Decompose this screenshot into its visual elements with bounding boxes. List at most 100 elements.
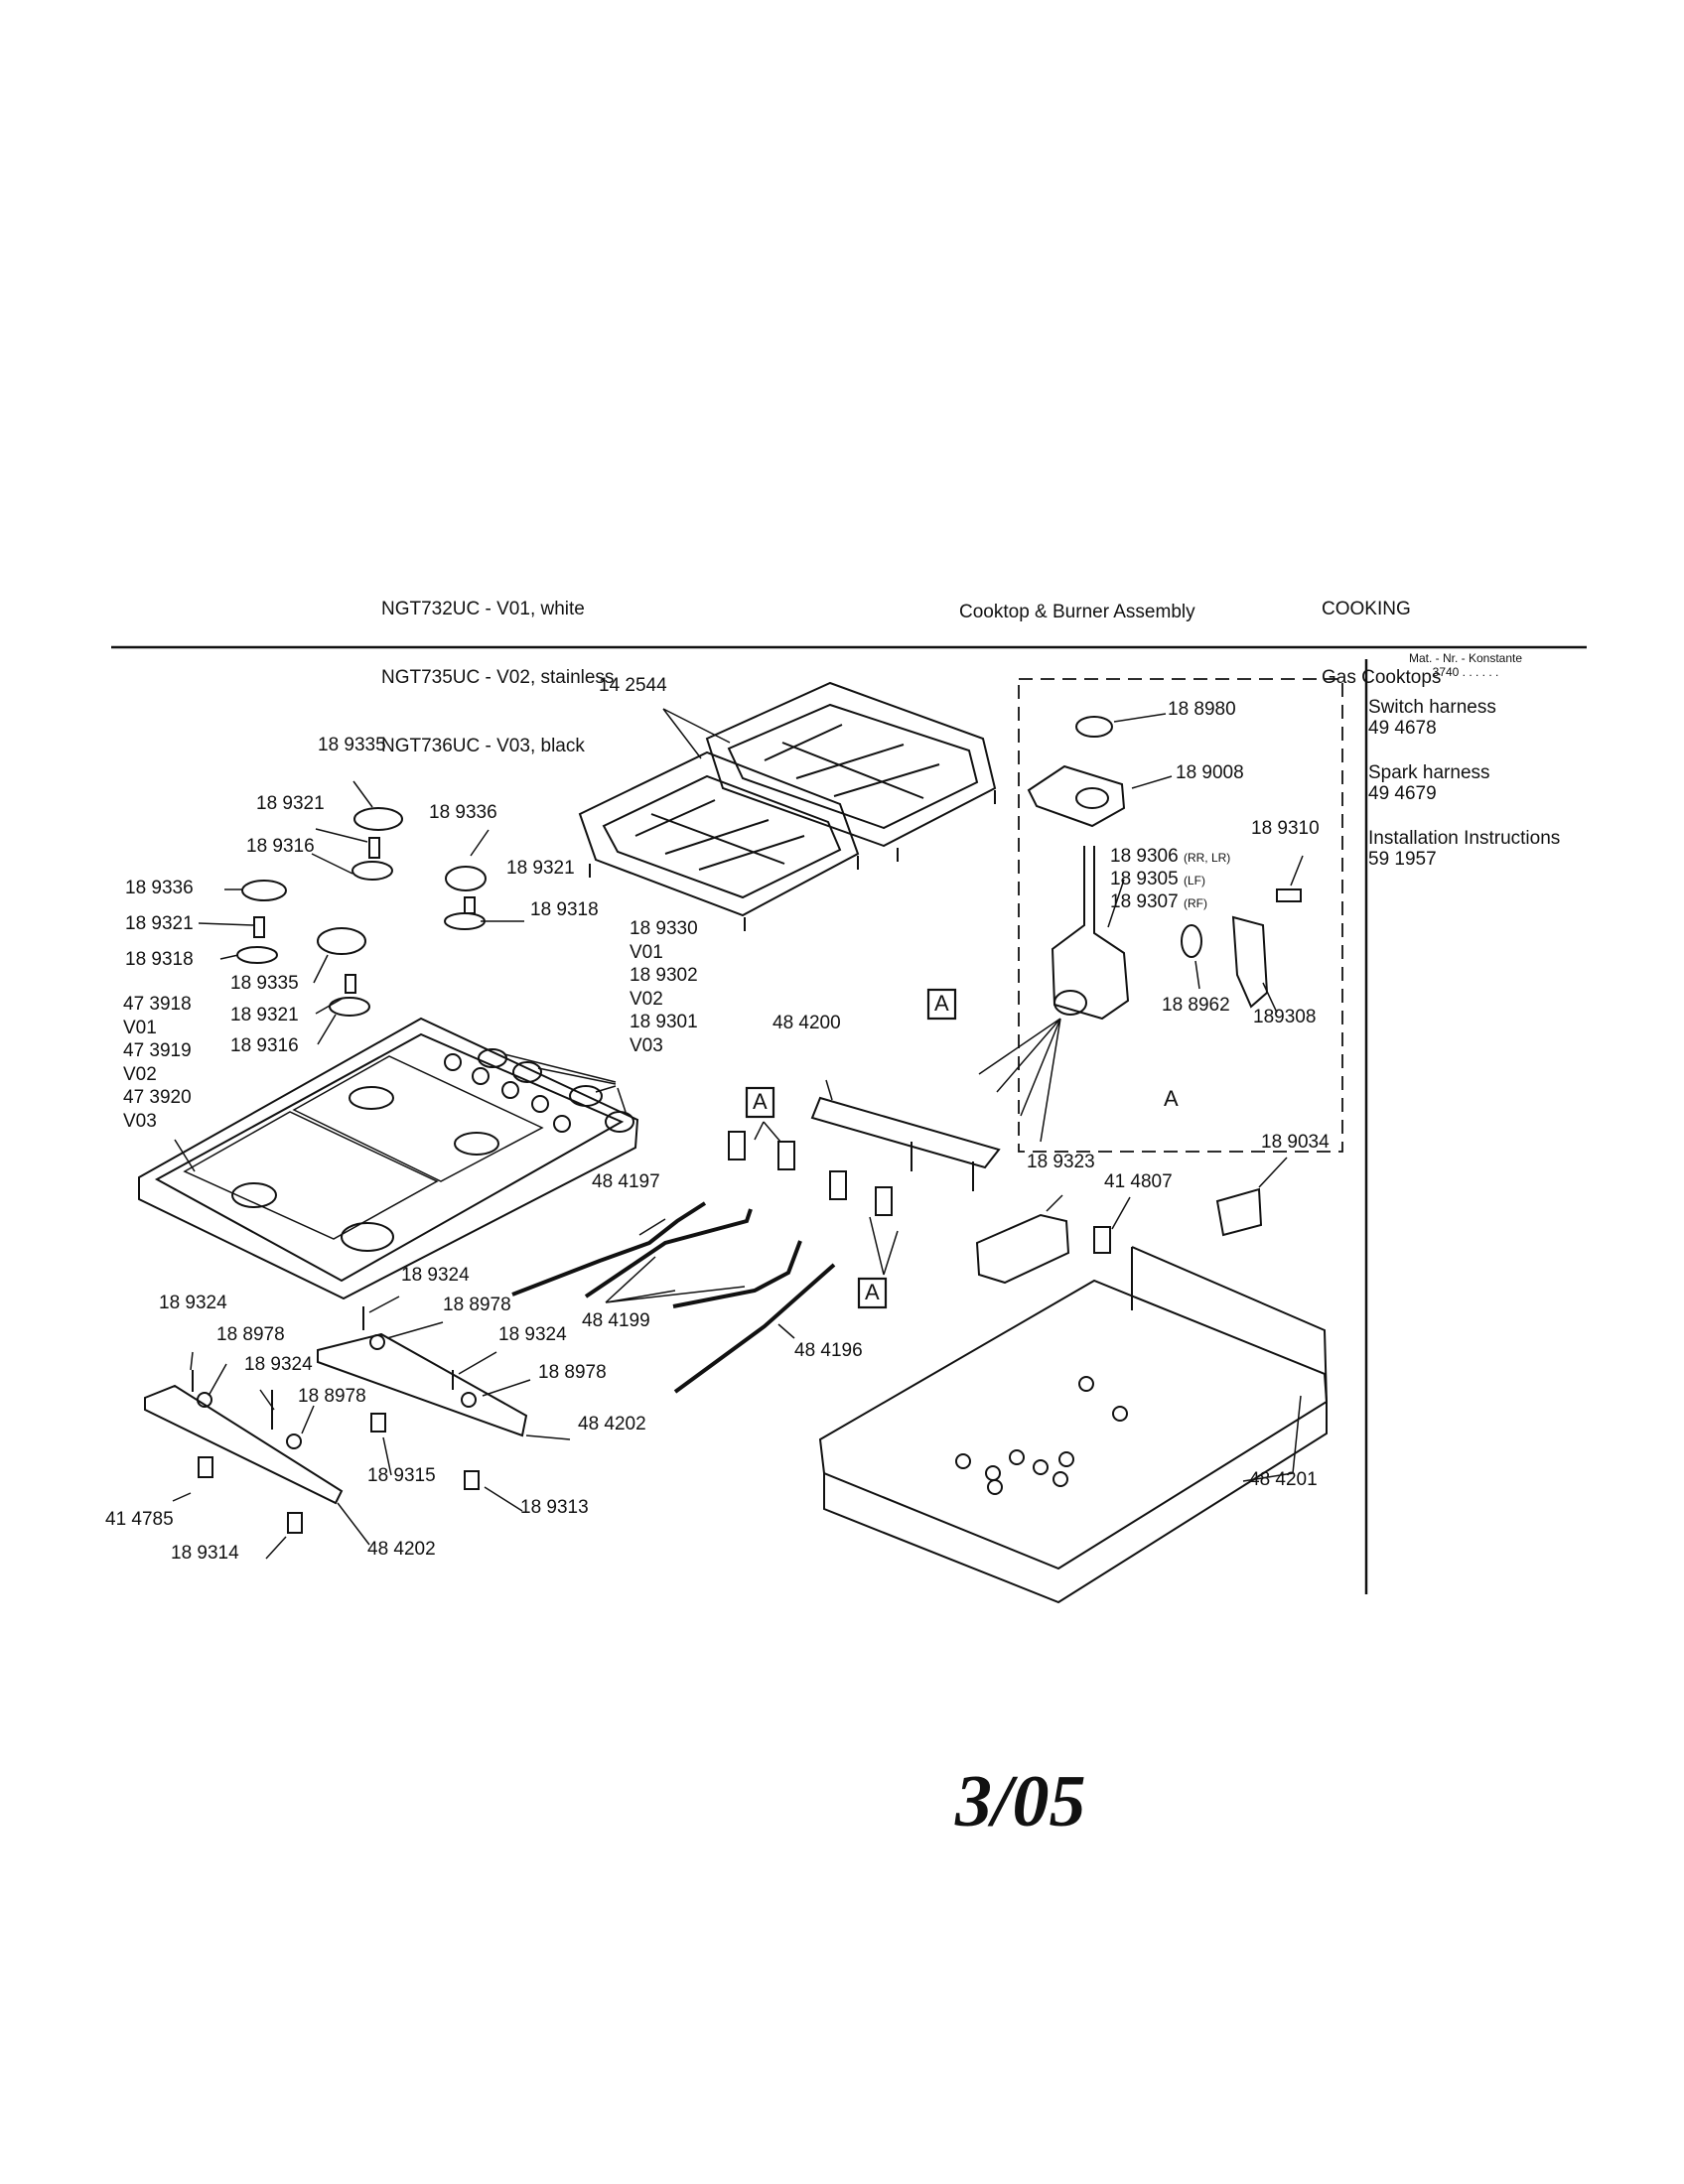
part-label: 18 9321: [125, 913, 194, 934]
part-label: 18 9321: [506, 858, 575, 879]
sidebar-item-number: 59 1957: [1368, 849, 1437, 870]
mat-code: 3740 . . . . . .: [1432, 665, 1499, 679]
sidebar-parts-list: Switch harness 49 4678 Spark harness 49 …: [1368, 697, 1676, 893]
knobs: [478, 1048, 634, 1133]
section-title: Cooktop & Burner Assembly: [959, 602, 1195, 622]
category-heading: COOKING Gas Cooktops: [1322, 552, 1441, 712]
gas-tube: [673, 1263, 836, 1394]
sidebar-item: Switch harness 49 4678: [1368, 697, 1676, 739]
part-label: 18 9314: [171, 1543, 239, 1564]
callout-a-letter: A: [934, 991, 949, 1016]
model-list: NGT732UC - V01, white NGT735UC - V02, st…: [381, 552, 614, 780]
callout-a-letter: A: [865, 1280, 880, 1304]
part-label: 48 4200: [772, 1013, 841, 1033]
part-label: 18 8978: [298, 1386, 366, 1407]
model-line: NGT735UC - V02, stainless: [381, 667, 615, 688]
part-label: 18 9336: [125, 878, 194, 898]
valve-variant-label: 18 9305 (LF): [1110, 869, 1205, 889]
orifice: [287, 1512, 303, 1534]
part-label: 18 9318: [125, 949, 194, 970]
manifold: [810, 1096, 1001, 1191]
junction-box: [975, 1213, 1070, 1285]
orifice: [464, 1470, 480, 1490]
electrode: [368, 837, 380, 859]
callout-a-letter: A: [753, 1089, 768, 1114]
orifice: [370, 1413, 386, 1433]
sidebar-item-name: Spark harness: [1368, 762, 1490, 783]
valve-clamp: [1231, 915, 1269, 1009]
burner-base: [351, 861, 393, 881]
part-label: 48 4197: [592, 1171, 660, 1192]
cooktop-part-label: 47 3918 V01 47 3919 V02 47 3920 V03: [123, 994, 192, 1132]
cooktop-pan: [818, 1246, 1329, 1604]
mat-header: Mat. - Nr. - Konstante: [1408, 651, 1523, 665]
burner-cap-large: [317, 927, 366, 955]
knob-part-label: 18 9330 V01 18 9302 V02 18 9301 V03: [630, 918, 698, 1056]
part-label: 18 9316: [246, 836, 315, 857]
part-label: 18 9321: [230, 1005, 299, 1025]
part-label: 18 9323: [1027, 1152, 1095, 1172]
part-label: 41 4807: [1104, 1171, 1173, 1192]
revision-date: 3/05: [955, 1761, 1086, 1843]
part-label: 189308: [1253, 1007, 1317, 1027]
part-label: 18 8978: [443, 1295, 511, 1315]
burner-cap-small: [241, 880, 287, 901]
part-label: 18 8978: [216, 1324, 285, 1345]
valve-switch: [1027, 764, 1126, 828]
electrode: [345, 974, 356, 994]
part-label: 18 9310: [1251, 818, 1320, 839]
part-label: 48 4202: [578, 1414, 646, 1434]
part-label: 18 9324: [159, 1293, 227, 1313]
electrode: [253, 916, 265, 938]
valve-variant-label: 18 9307 (RF): [1110, 891, 1207, 912]
ignitor-bracket-left: [144, 1384, 344, 1505]
sidebar-item: Installation Instructions 59 1957: [1368, 828, 1676, 870]
category: COOKING: [1322, 599, 1411, 619]
part-label: 18 9335: [318, 735, 386, 755]
part-label: 41 4785: [105, 1509, 174, 1530]
part-label: 18 9008: [1176, 762, 1244, 783]
part-label: 18 9321: [256, 793, 325, 814]
model-line: NGT736UC - V03, black: [381, 736, 585, 756]
mat-number-block: Mat. - Nr. - Konstante 3740 . . . . . .: [1376, 651, 1555, 679]
subcategory: Gas Cooktops: [1322, 667, 1442, 688]
part-label: 18 9335: [230, 973, 299, 994]
nut: [369, 1334, 385, 1350]
part-label: 18 9336: [429, 802, 497, 823]
valve-body: [1051, 846, 1130, 1021]
burner-cap-small: [445, 866, 487, 891]
sidebar-item-number: 49 4679: [1368, 783, 1437, 804]
sidebar-item-name: Switch harness: [1368, 697, 1496, 718]
gas-tube: [584, 1208, 753, 1298]
part-label: 18 9324: [244, 1354, 313, 1375]
burner-base: [236, 946, 278, 964]
part-label: 18 9034: [1261, 1132, 1330, 1153]
part-label: 18 9313: [520, 1497, 589, 1518]
cooktop: [138, 1017, 639, 1300]
sidebar-item-name: Installation Instructions: [1368, 828, 1561, 849]
part-label: 18 8962: [1162, 995, 1230, 1016]
burner-base: [329, 997, 370, 1017]
burner-base: [444, 912, 486, 930]
callout-a-box: [857, 1277, 888, 1309]
sidebar-item-number: 49 4678: [1368, 718, 1437, 739]
callout-a-box: [745, 1086, 775, 1119]
nut: [286, 1433, 302, 1449]
valve-ring: [1181, 924, 1202, 958]
valve-seal: [1075, 716, 1113, 738]
grate-right: [705, 681, 997, 862]
gas-tube: [672, 1240, 802, 1308]
valves: [728, 1131, 893, 1216]
part-label: 48 4196: [794, 1340, 863, 1361]
clip: [1093, 1226, 1111, 1254]
valve-variant-label: 18 9306 (RR, LR): [1110, 846, 1231, 867]
part-label: 48 4202: [367, 1539, 436, 1560]
grate-left: [578, 751, 860, 931]
part-label: 18 9315: [367, 1465, 436, 1486]
part-label: 18 9316: [230, 1035, 299, 1056]
sidebar-item: Spark harness 49 4679: [1368, 762, 1676, 804]
part-label: 18 8980: [1168, 699, 1236, 720]
callout-a-box: [926, 988, 957, 1021]
nut: [197, 1392, 212, 1408]
